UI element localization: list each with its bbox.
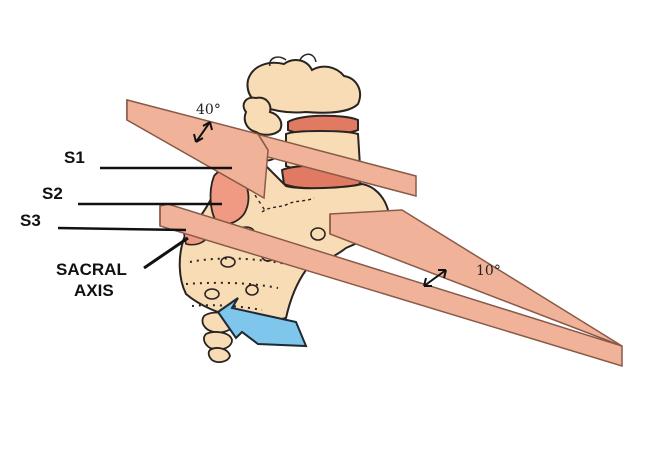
s3-leader-line [57, 226, 187, 232]
angle-marker-40 [193, 121, 213, 143]
label-s2: S2 [42, 184, 63, 203]
label-sacral: SACRAL [56, 260, 127, 279]
sacral-base-plane [126, 99, 269, 200]
lower-reference-plane [329, 209, 623, 347]
coccyx [201, 311, 236, 363]
blue-force-arrow-icon [216, 297, 308, 348]
angle-marker-10 [423, 269, 447, 287]
label-axis: AXIS [74, 281, 114, 300]
label-s3: S3 [20, 211, 41, 230]
angle-label-40: 40° [196, 102, 221, 118]
angle-label-10: 10° [476, 263, 501, 279]
sacral-axis-leader-line [143, 236, 189, 270]
label-s1: S1 [64, 148, 85, 167]
